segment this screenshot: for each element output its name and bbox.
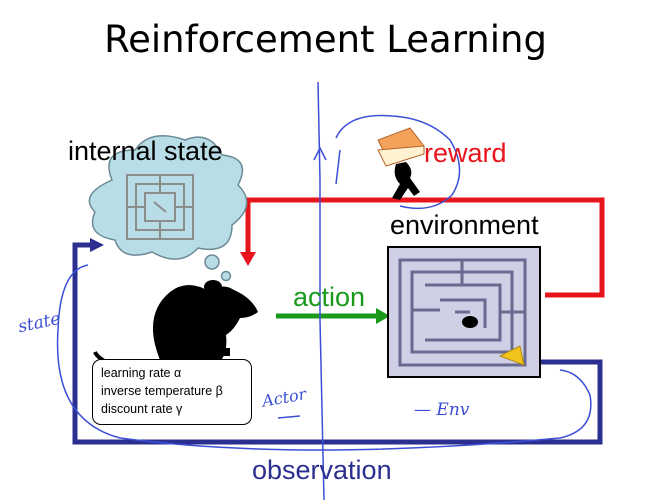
- action-arrowhead: [376, 308, 390, 324]
- agent-parameters-box: learning rate α inverse temperature β di…: [92, 359, 252, 425]
- maze-box-icon: [387, 246, 541, 378]
- reward-loop-arrow: [245, 197, 605, 298]
- cake-carrying-figure-icon: [377, 127, 425, 200]
- learning-rate-param: learning rate α: [101, 366, 182, 380]
- page-title: Reinforcement Learning: [104, 18, 547, 61]
- inverse-temperature-param: inverse temperature β: [101, 384, 223, 398]
- environment-label: environment: [390, 210, 539, 240]
- reward-arrowhead: [240, 252, 256, 266]
- observation-loop-arrow: [72, 242, 603, 445]
- internal-state-label: internal state: [68, 136, 223, 166]
- rat-silhouette-icon: [93, 280, 258, 373]
- action-label: action: [293, 282, 366, 312]
- observation-arrowhead: [90, 238, 104, 252]
- thought-cloud-maze-icon: [88, 135, 248, 282]
- observation-label: observation: [252, 455, 392, 485]
- reward-label: reward: [424, 138, 507, 168]
- discount-rate-param: discount rate γ: [101, 402, 183, 416]
- handwritten-annotations: [56, 81, 592, 501]
- handwritten-env-note: — Env: [414, 400, 470, 420]
